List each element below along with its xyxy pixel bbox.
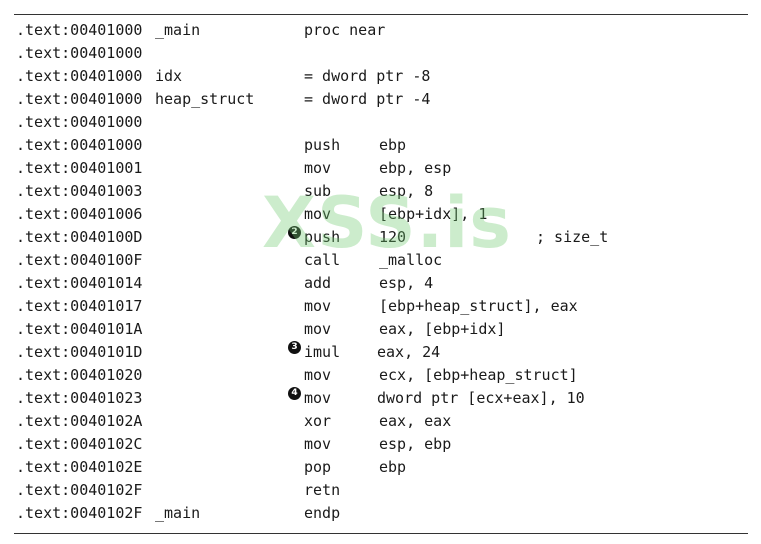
address-text: .text:00401000 xyxy=(16,136,143,154)
mnemonic-text: mov xyxy=(304,297,332,315)
label-text: heap_struct xyxy=(155,90,255,108)
mnemonic-text: mov xyxy=(304,389,332,407)
address-text: .text:00401001 xyxy=(16,159,143,177)
code-line: .text:0040102C mov esp, ebp xyxy=(16,433,761,456)
code-line: .text:00401014 add esp, 4 xyxy=(16,272,761,295)
callout-marker: 4 xyxy=(288,387,301,400)
callout-marker: 2 xyxy=(288,226,301,239)
operands-text: ebp xyxy=(379,136,407,154)
mnemonic-text: push xyxy=(304,136,341,154)
code-line: .text:0040100D push 120 ; size_t 2 xyxy=(16,226,761,249)
operands-text: eax, 24 xyxy=(377,343,441,361)
operands-text: eax, eax xyxy=(379,412,452,430)
operands-text: ecx, [ebp+heap_struct] xyxy=(379,366,578,384)
address-text: .text:00401000 xyxy=(16,44,143,62)
address-text: .text:0040100F xyxy=(16,251,143,269)
address-text: .text:00401023 xyxy=(16,389,143,407)
code-line: .text:00401000 push ebp xyxy=(16,134,761,157)
code-line: .text:0040100F call _malloc xyxy=(16,249,761,272)
operands-text: dword ptr [ecx+eax], 10 xyxy=(377,389,585,407)
code-line: .text:00401000 xyxy=(16,42,761,65)
address-text: .text:0040102F xyxy=(16,504,143,522)
address-text: .text:0040102F xyxy=(16,481,143,499)
code-line: .text:00401020 mov ecx, [ebp+heap_struct] xyxy=(16,364,761,387)
callout-marker: 3 xyxy=(288,341,301,354)
comment-text: ; size_t xyxy=(536,228,609,246)
label-text: _main xyxy=(155,504,201,522)
address-text: .text:00401000 xyxy=(16,90,143,108)
label-text: idx xyxy=(155,67,183,85)
mnemonic-text: = dword ptr -8 xyxy=(304,67,431,85)
code-line: .text:00401000 idx = dword ptr -8 xyxy=(16,65,761,88)
code-line: .text:00401000 xyxy=(16,111,761,134)
bottom-rule xyxy=(14,533,748,534)
code-line: .text:0040102F retn xyxy=(16,479,761,502)
mnemonic-text: retn xyxy=(304,481,341,499)
address-text: .text:0040102A xyxy=(16,412,143,430)
mnemonic-text: mov xyxy=(304,205,332,223)
mnemonic-text: endp xyxy=(304,504,341,522)
address-text: .text:0040102E xyxy=(16,458,143,476)
mnemonic-text: pop xyxy=(304,458,332,476)
code-line: .text:00401000 _main proc near xyxy=(16,19,761,42)
code-line: .text:0040102F _main endp xyxy=(16,502,761,525)
address-text: .text:00401006 xyxy=(16,205,143,223)
code-line: .text:0040101A mov eax, [ebp+idx] xyxy=(16,318,761,341)
operands-text: _malloc xyxy=(379,251,443,269)
mnemonic-text: mov xyxy=(304,159,332,177)
code-line: .text:00401001 mov ebp, esp xyxy=(16,157,761,180)
operands-text: ebp xyxy=(379,458,407,476)
address-text: .text:00401020 xyxy=(16,366,143,384)
mnemonic-text: xor xyxy=(304,412,332,430)
code-line: .text:0040101D imul eax, 24 3 xyxy=(16,341,761,364)
mnemonic-text: push xyxy=(304,228,341,246)
mnemonic-text: proc near xyxy=(304,21,386,39)
label-text: _main xyxy=(155,21,201,39)
address-text: .text:0040101D xyxy=(16,343,143,361)
operands-text: [ebp+idx], 1 xyxy=(379,205,488,223)
code-line: .text:00401003 sub esp, 8 xyxy=(16,180,761,203)
code-line: .text:00401006 mov [ebp+idx], 1 xyxy=(16,203,761,226)
address-text: .text:00401014 xyxy=(16,274,143,292)
address-text: .text:00401000 xyxy=(16,67,143,85)
address-text: .text:0040101A xyxy=(16,320,143,338)
code-line: .text:00401017 mov [ebp+heap_struct], eax xyxy=(16,295,761,318)
mnemonic-text: = dword ptr -4 xyxy=(304,90,431,108)
mnemonic-text: add xyxy=(304,274,332,292)
mnemonic-text: sub xyxy=(304,182,332,200)
operands-text: ebp, esp xyxy=(379,159,452,177)
operands-text: esp, 4 xyxy=(379,274,434,292)
address-text: .text:00401000 xyxy=(16,21,143,39)
address-text: .text:00401000 xyxy=(16,113,143,131)
address-text: .text:0040100D xyxy=(16,228,143,246)
code-line: .text:0040102E pop ebp xyxy=(16,456,761,479)
mnemonic-text: call xyxy=(304,251,341,269)
operands-text: esp, 8 xyxy=(379,182,434,200)
address-text: .text:0040102C xyxy=(16,435,143,453)
mnemonic-text: mov xyxy=(304,320,332,338)
code-line: .text:0040102A xor eax, eax xyxy=(16,410,761,433)
mnemonic-text: imul xyxy=(304,343,341,361)
code-line: .text:00401023 mov dword ptr [ecx+eax], 10… xyxy=(16,387,761,410)
operands-text: eax, [ebp+idx] xyxy=(379,320,506,338)
top-rule xyxy=(14,14,748,15)
address-text: .text:00401003 xyxy=(16,182,143,200)
mnemonic-text: mov xyxy=(304,366,332,384)
code-line: .text:00401000 heap_struct = dword ptr -4 xyxy=(16,88,761,111)
address-text: .text:00401017 xyxy=(16,297,143,315)
operands-text: 120 xyxy=(379,228,407,246)
mnemonic-text: mov xyxy=(304,435,332,453)
operands-text: esp, ebp xyxy=(379,435,452,453)
operands-text: [ebp+heap_struct], eax xyxy=(379,297,578,315)
